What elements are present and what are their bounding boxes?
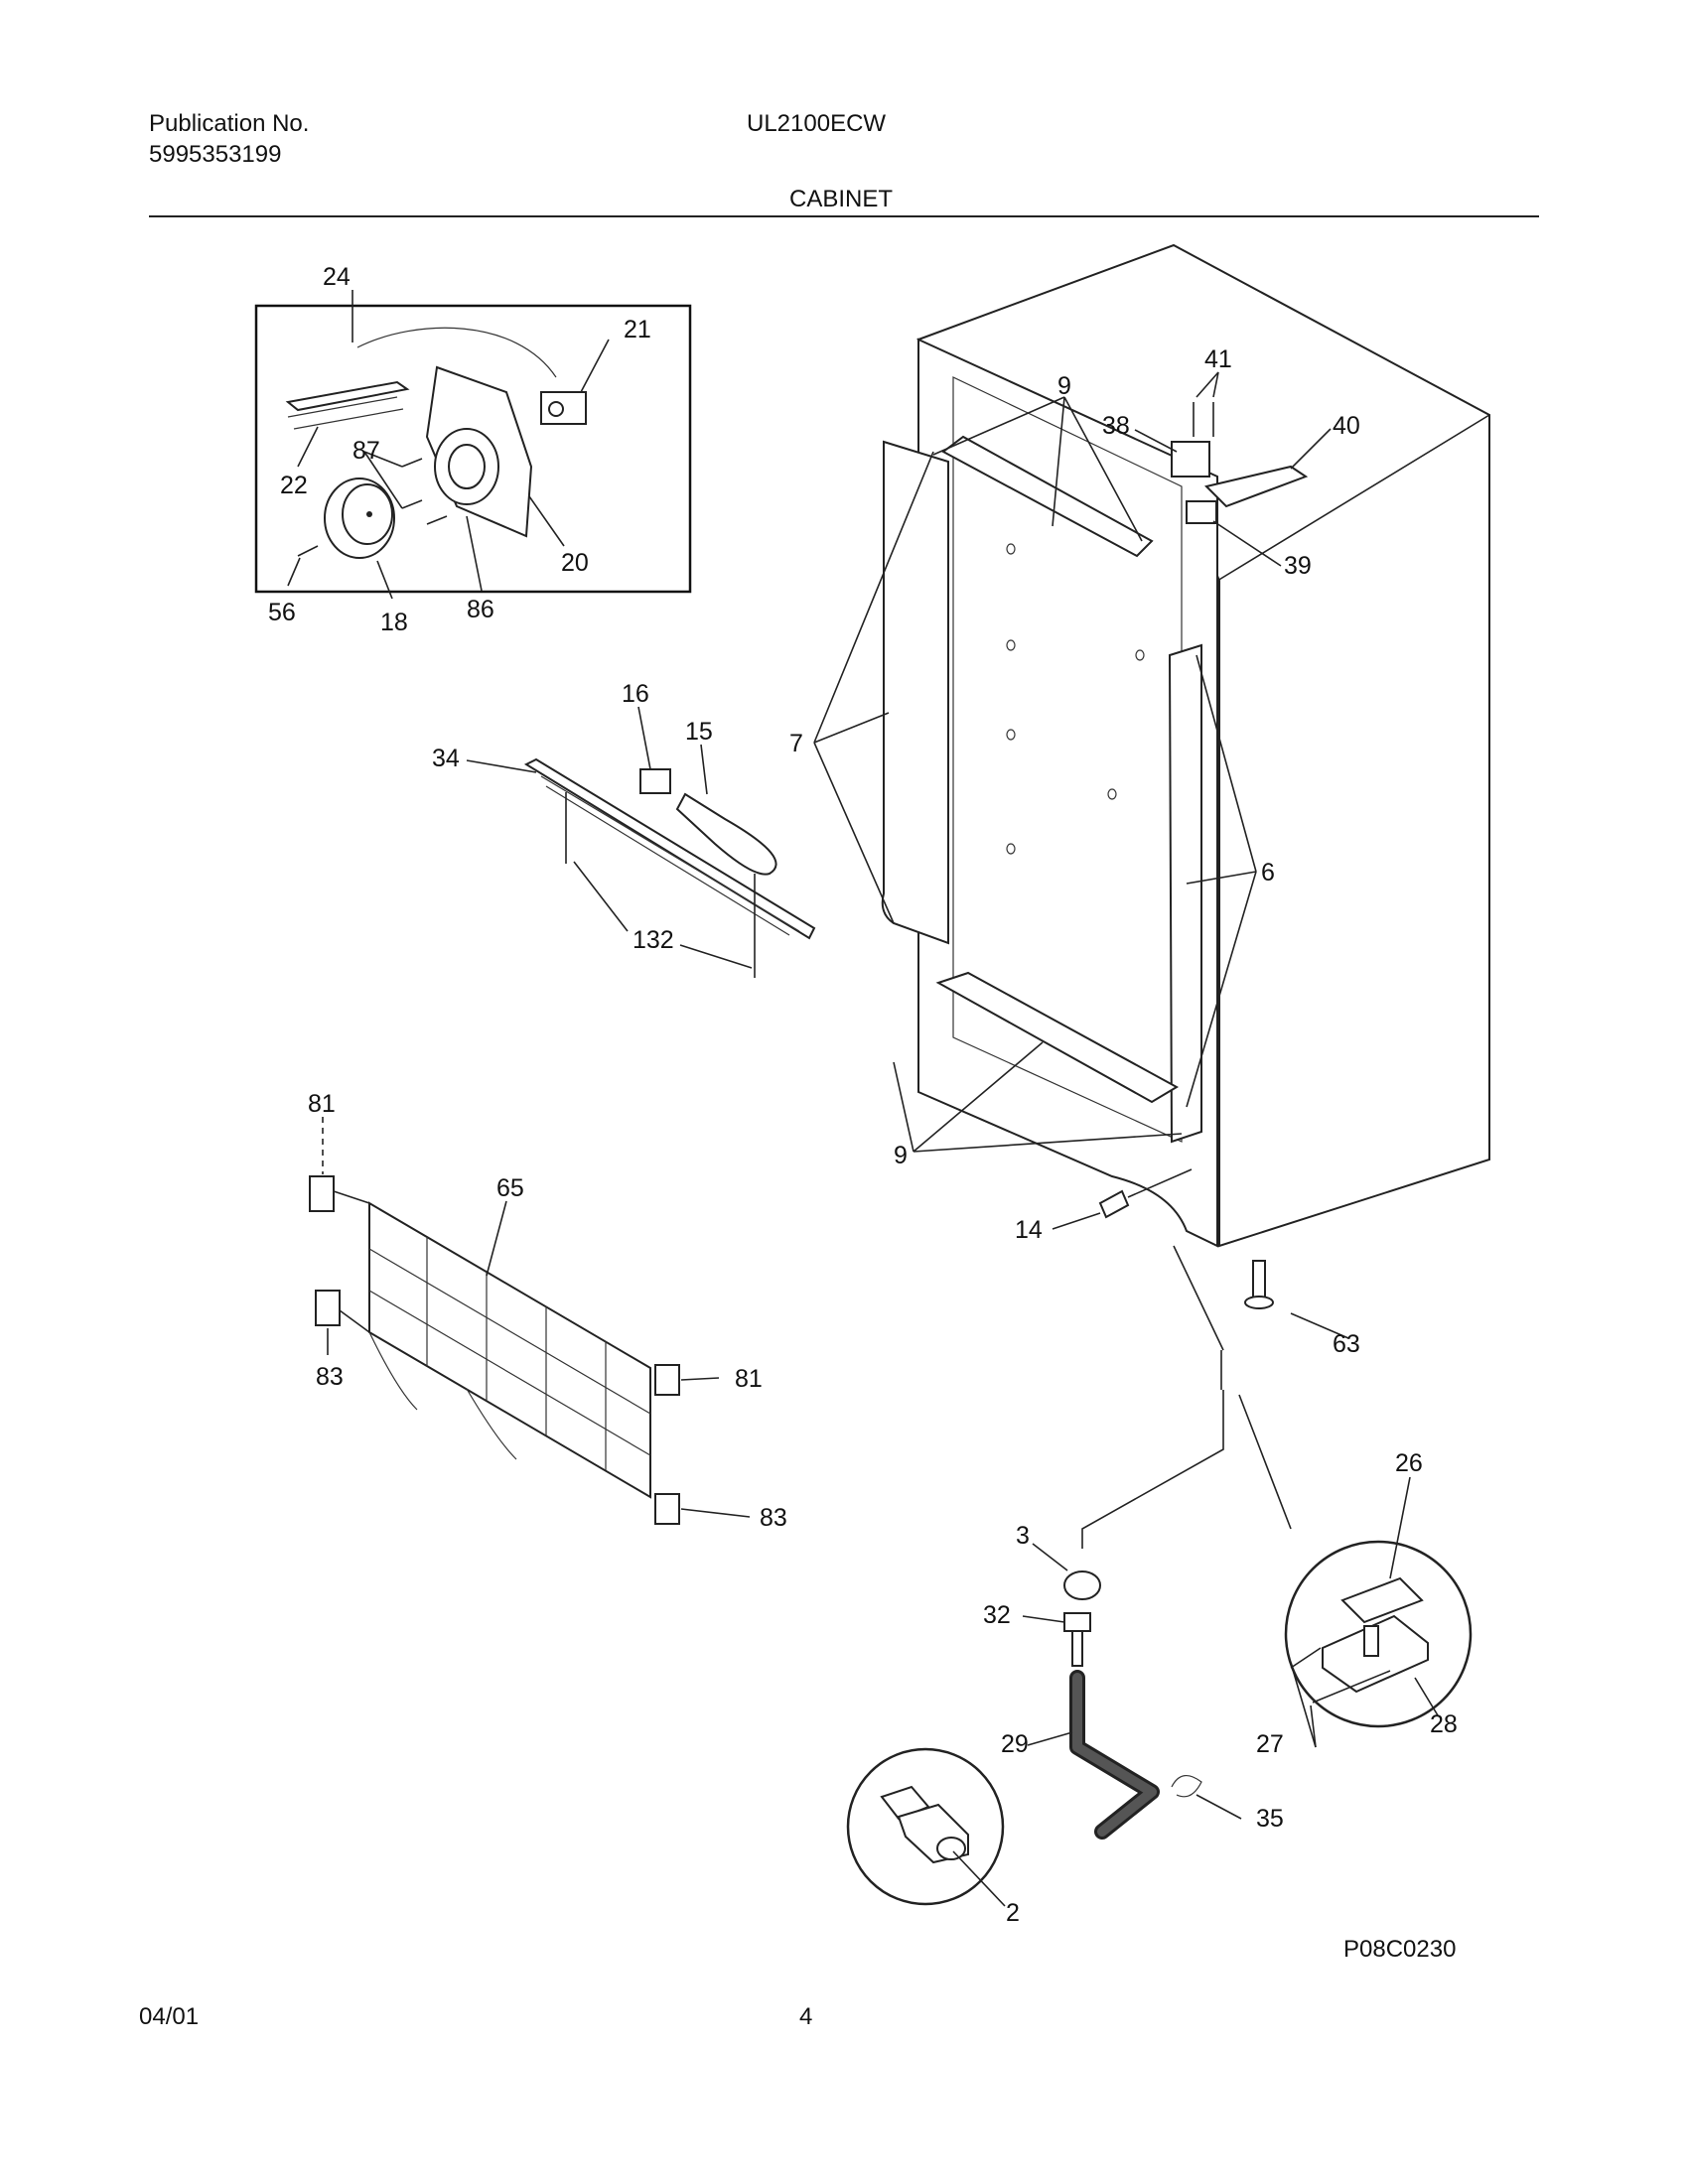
control-assembly-inset <box>254 290 692 600</box>
callout-2: 2 <box>1006 1899 1020 1927</box>
revision-date: 04/01 <box>139 2003 200 2030</box>
cabinet-holes <box>1006 543 1145 855</box>
callout-14: 14 <box>1015 1216 1043 1244</box>
callout-15: 15 <box>685 718 713 746</box>
callout-83-right: 83 <box>760 1504 787 1532</box>
callout-22: 22 <box>280 472 308 499</box>
callout-35: 35 <box>1256 1805 1284 1833</box>
callout-3: 3 <box>1016 1522 1030 1550</box>
callout-41: 41 <box>1204 345 1232 373</box>
drawing-id: P08C0230 <box>1343 1936 1457 1963</box>
callout-40: 40 <box>1333 412 1360 440</box>
model-number: UL2100ECW <box>747 110 887 137</box>
callout-6: 6 <box>1261 859 1275 887</box>
callout-27: 27 <box>1256 1730 1284 1758</box>
callout-86: 86 <box>467 596 494 623</box>
callout-24: 24 <box>323 263 351 291</box>
callout-18: 18 <box>380 609 408 636</box>
header-rule <box>149 215 1539 217</box>
callout-34: 34 <box>432 745 460 772</box>
callout-28: 28 <box>1430 1710 1458 1738</box>
wire-basket <box>309 1117 751 1525</box>
section-title: CABINET <box>789 186 894 212</box>
callout-16: 16 <box>622 680 649 708</box>
drain-fitting-detail <box>846 1747 1006 1907</box>
callout-83-left: 83 <box>316 1363 344 1391</box>
callout-63: 63 <box>1333 1330 1360 1358</box>
callout-20: 20 <box>561 549 589 577</box>
callout-9-top: 9 <box>1057 372 1071 400</box>
cabinet-body <box>813 243 1490 1339</box>
callout-26: 26 <box>1395 1449 1423 1477</box>
callout-32: 32 <box>983 1601 1011 1629</box>
callout-29: 29 <box>1001 1730 1029 1758</box>
callout-21: 21 <box>624 316 651 343</box>
publication-number: 5995353199 <box>149 141 282 168</box>
callout-132: 132 <box>633 926 674 954</box>
deflector-assembly <box>466 706 816 978</box>
callout-labels: 24 21 87 22 20 56 18 86 16 15 34 132 81 … <box>268 263 1458 1927</box>
callout-56: 56 <box>268 599 296 626</box>
callout-39: 39 <box>1284 552 1312 580</box>
callout-9-bottom: 9 <box>894 1142 908 1169</box>
callout-38: 38 <box>1102 412 1130 440</box>
callout-7: 7 <box>789 730 803 757</box>
callout-87: 87 <box>352 437 380 465</box>
publication-label: Publication No. <box>149 110 310 137</box>
page-number: 4 <box>799 2003 813 2030</box>
callout-81-right: 81 <box>735 1365 763 1393</box>
callout-65: 65 <box>496 1174 524 1202</box>
bottom-hinge-detail <box>1284 1476 1473 1748</box>
drain-assembly <box>1022 1245 1292 1840</box>
callout-81-top: 81 <box>308 1090 336 1118</box>
